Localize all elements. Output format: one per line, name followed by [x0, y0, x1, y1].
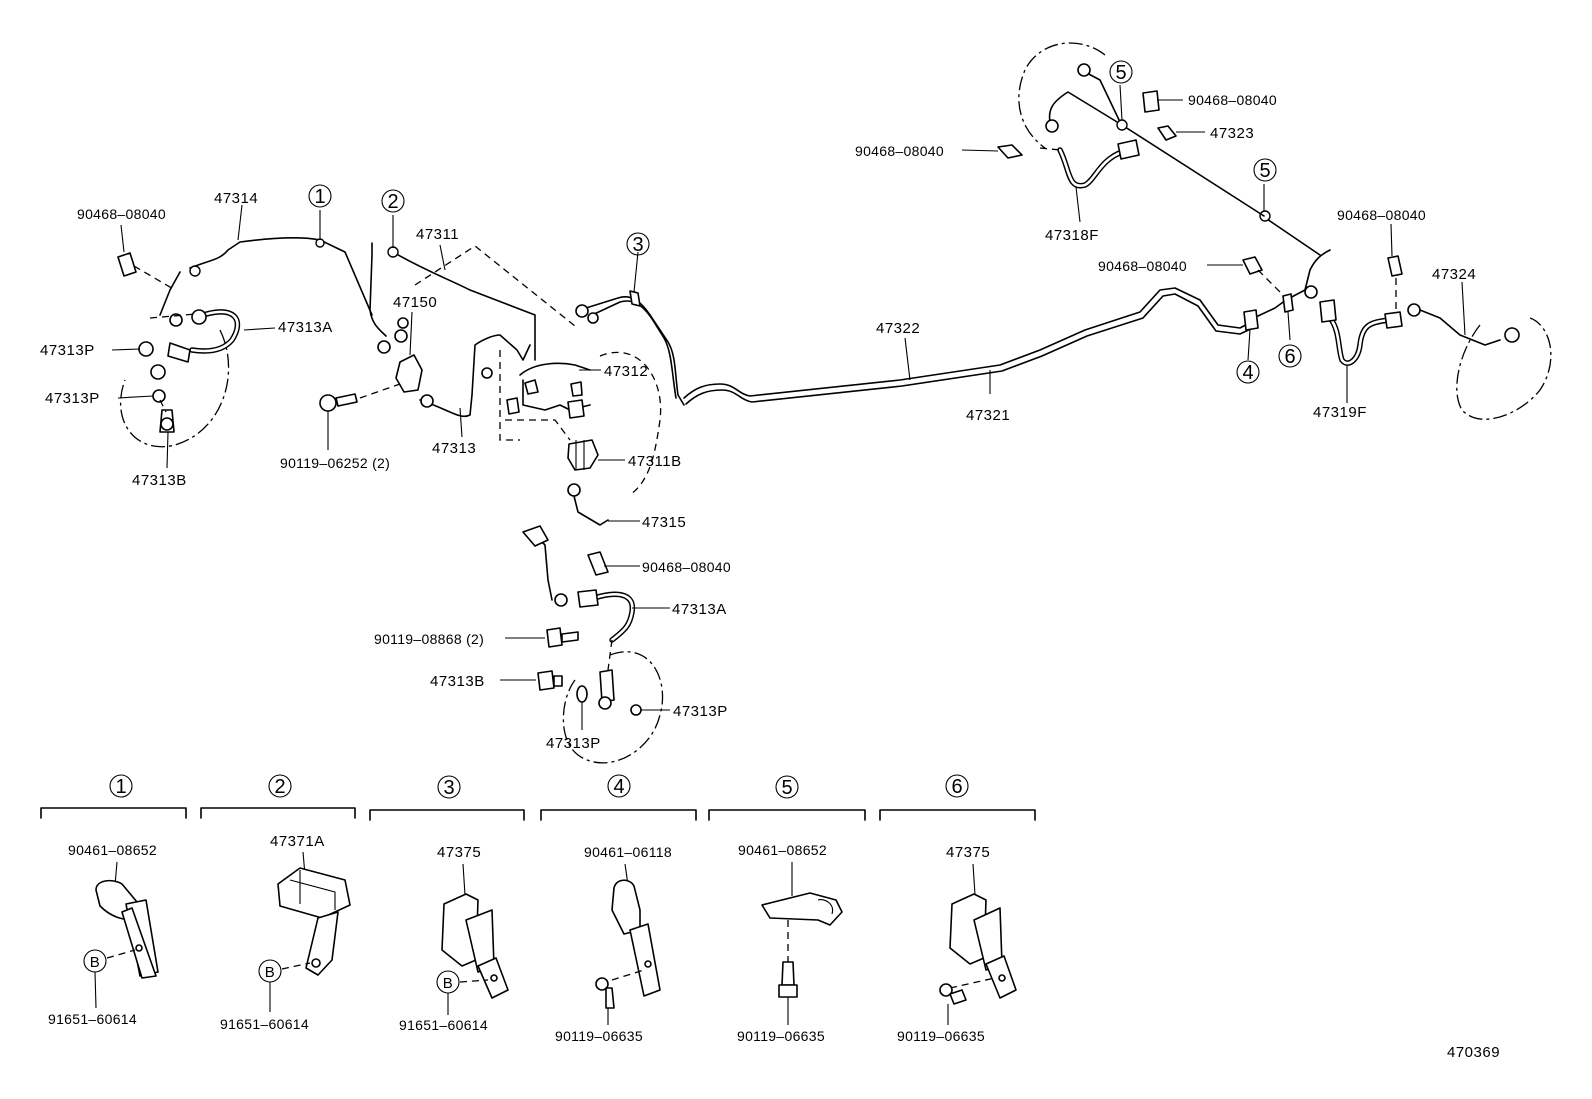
detail-panel-2: 2 47371A B 91651–60614	[200, 774, 356, 1032]
detail-1-bottom-label: 91651–60614	[48, 1011, 137, 1027]
bolt-90119-06635-b	[781, 961, 795, 986]
detail-3-b-marker: B	[443, 975, 454, 992]
gasket-47313P-c	[576, 685, 588, 703]
detail-panel-5: 5 90461–08652 90119–06635	[708, 775, 866, 1044]
label-47322: 47322	[876, 320, 920, 337]
clip-90468-right	[1387, 255, 1403, 277]
detail-3-number: 3	[443, 777, 454, 799]
detail-5-number: 5	[781, 777, 792, 799]
callout-6: 6	[1284, 346, 1295, 368]
callout-5b: 5	[1259, 160, 1270, 182]
detail-1-number: 1	[115, 776, 126, 798]
clip-47371A	[277, 867, 351, 919]
label-47313B-b: 47313B	[430, 673, 485, 690]
detail-4-top-label: 90461–06118	[584, 844, 672, 860]
detail-6-bottom-label: 90119–06635	[897, 1028, 985, 1044]
detail-4-number: 4	[613, 776, 624, 798]
detail-2-bottom-label: 91651–60614	[220, 1016, 309, 1032]
label-90119-08868: 90119–08868 (2)	[374, 631, 484, 647]
label-90468-08040-c: 90468–08040	[1188, 92, 1277, 108]
label-47324: 47324	[1432, 266, 1476, 283]
part-47323	[1157, 125, 1177, 141]
fitting-47311B	[567, 439, 599, 471]
bolt-90119-08868	[546, 627, 563, 648]
detail-panels: 1 90461–08652 B 91651–60614 2 47371A	[40, 774, 1036, 1044]
label-47313P-d: 47313P	[546, 735, 601, 752]
label-90468-08040-f: 90468–08040	[1337, 207, 1426, 223]
detail-1-b-marker: B	[90, 954, 101, 971]
label-90468-08040-d: 90468–08040	[855, 143, 944, 159]
label-47313A-a: 47313A	[278, 319, 333, 336]
detail-panel-1: 1 90461–08652 B 91651–60614	[40, 774, 187, 1027]
right-front-assembly	[522, 483, 664, 764]
label-90468-08040-b: 90468–08040	[642, 559, 731, 575]
detail-5-bottom-label: 90119–06635	[737, 1028, 825, 1044]
detail-2-top-label: 47371A	[270, 833, 325, 850]
gasket-47313P-a	[138, 341, 154, 357]
label-47313: 47313	[432, 440, 476, 457]
callout-1: 1	[314, 186, 325, 208]
label-47319F: 47319F	[1313, 404, 1367, 421]
left-front-assembly	[117, 237, 373, 448]
detail-2-b-marker: B	[265, 964, 276, 981]
label-47314: 47314	[214, 190, 258, 207]
center-tubes	[683, 210, 1331, 405]
callout-5a: 5	[1115, 62, 1126, 84]
label-90468-08040-a: 90468–08040	[77, 206, 166, 222]
bolt-90119-06252	[319, 394, 337, 412]
label-47313A-b: 47313A	[672, 601, 727, 618]
label-90119-06252: 90119–06252 (2)	[280, 455, 390, 471]
label-47315: 47315	[642, 514, 686, 531]
detail-3-bottom-label: 91651–60614	[399, 1017, 488, 1033]
bolt-47313B-b	[537, 670, 555, 691]
label-47313P-c: 47313P	[673, 703, 728, 720]
callout-4: 4	[1242, 362, 1253, 384]
figure-id: 470369	[1447, 1044, 1500, 1061]
clamp-90461-08652-b	[761, 892, 843, 926]
detail-panel-4: 4 90461–06118 90119–06635	[540, 774, 697, 1044]
detail-3-top-label: 47375	[437, 844, 481, 861]
detail-4-bottom-label: 90119–06635	[555, 1028, 643, 1044]
clip-90468-upper-right	[1142, 90, 1160, 113]
label-47313B-a: 47313B	[132, 472, 187, 489]
gasket-47313P-b	[152, 389, 166, 403]
detail-1-top-label: 90461–08652	[68, 842, 157, 858]
bolt-90119-06635-a	[605, 987, 615, 1009]
clamp-90461-06118	[611, 879, 641, 935]
clip-90468-lower	[587, 551, 609, 576]
label-47321: 47321	[966, 407, 1010, 424]
clip-90468-left	[117, 252, 137, 277]
master-cylinder-assembly	[319, 242, 685, 496]
bracket-47150	[395, 354, 423, 393]
callout-3: 3	[632, 234, 643, 256]
detail-6-top-label: 47375	[946, 844, 990, 861]
label-47318F: 47318F	[1045, 227, 1099, 244]
left-wheel-outline	[120, 329, 230, 448]
label-47323: 47323	[1210, 125, 1254, 142]
label-47311B: 47311B	[628, 453, 682, 470]
detail-5-top-label: 90461–08652	[738, 842, 827, 858]
callout-2: 2	[387, 191, 398, 213]
leader-lines	[111, 84, 1466, 730]
rear-right-assembly	[1319, 255, 1552, 420]
label-47313P-a: 47313P	[40, 342, 95, 359]
bolt-90119-06635-c	[949, 989, 967, 1005]
detail-2-number: 2	[274, 776, 285, 798]
label-47311: 47311	[416, 226, 459, 243]
part-labels: 90468–08040 47314 47313A 47313P 47313P 4…	[40, 92, 1476, 752]
callouts: 1 2 3 4 5 5 6	[308, 60, 1302, 384]
clip-90468-upper-left	[997, 144, 1023, 159]
label-47150: 47150	[393, 294, 437, 311]
detail-6-number: 6	[951, 776, 962, 798]
label-47312: 47312	[604, 363, 648, 380]
label-47313P-b: 47313P	[45, 390, 100, 407]
gasket-47313P-d	[630, 704, 642, 716]
detail-panel-6: 6 47375 90119–06635	[879, 774, 1036, 1044]
rear-upper-assembly	[997, 42, 1265, 217]
clip-90468-center	[1242, 256, 1263, 275]
detail-panel-3: 3 47375 B 91651–60614	[369, 775, 525, 1033]
label-90468-08040-e: 90468–08040	[1098, 258, 1187, 274]
